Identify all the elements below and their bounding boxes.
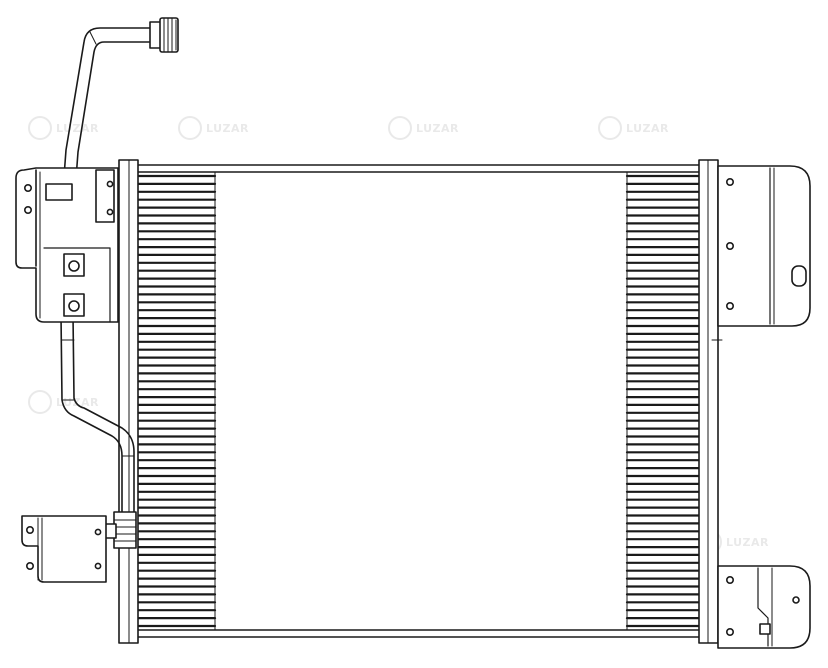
watermark-logo: LUZAR [28, 390, 99, 414]
pipe-fitting-top [149, 17, 179, 53]
right-lower-bracket [717, 565, 811, 649]
left-lower-bracket [21, 515, 107, 583]
condenser-fins [137, 174, 707, 628]
watermark-logo: LUZAR [598, 116, 669, 140]
left-upper-bracket [15, 167, 119, 323]
svg-text:LUZAR: LUZAR [726, 536, 769, 549]
condenser-core [136, 164, 708, 638]
right-upper-bracket [717, 165, 811, 327]
svg-text:LUZAR: LUZAR [416, 122, 459, 135]
pipe-fitting-bottom [103, 511, 137, 549]
svg-text:LUZAR: LUZAR [56, 396, 99, 409]
svg-text:LUZAR: LUZAR [56, 122, 99, 135]
watermark-logo: LUZAR [388, 116, 459, 140]
svg-text:LUZAR: LUZAR [206, 122, 249, 135]
watermark-logo: LUZAR [178, 116, 249, 140]
svg-text:LUZAR: LUZAR [626, 122, 669, 135]
right-header-tank [698, 159, 723, 644]
watermark-logo: LUZAR [28, 116, 99, 140]
left-header-tank [118, 159, 139, 644]
